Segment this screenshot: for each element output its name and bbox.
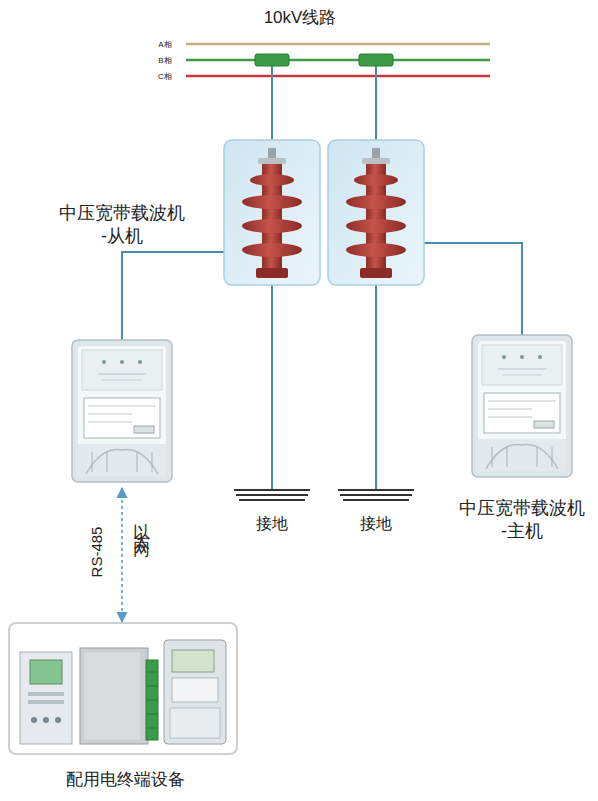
- phase-label: A相: [150, 39, 180, 50]
- node-label: 配用电终端设备: [10, 769, 240, 791]
- signal-connector: [121, 488, 123, 622]
- phase-label: C相: [150, 71, 180, 82]
- line-clamps: [255, 54, 393, 66]
- master-carrier: 中压宽带载波机 -主机: [472, 335, 572, 481]
- phase-lines: [186, 44, 490, 76]
- node-label: 中压宽带载波机 -从机: [56, 202, 188, 249]
- slave-carrier: 中压宽带载波机 -从机: [72, 340, 172, 488]
- ground-symbols: [234, 490, 414, 500]
- terminal-devices: [20, 640, 226, 744]
- line-title: 10kV线路: [250, 6, 350, 29]
- connector-layer: [122, 488, 123, 622]
- phase-label: B相: [150, 55, 180, 66]
- interface-label: 以太网: [130, 510, 153, 537]
- coupler-insulators: [224, 140, 424, 285]
- edge-label: RS-485: [87, 512, 107, 592]
- wires: [122, 62, 522, 490]
- terminal-equipment-group: 配用电终端设备: [8, 622, 238, 755]
- ground-label: 接地: [351, 514, 401, 535]
- ground-label: 接地: [247, 514, 297, 535]
- carrier-meters: [72, 335, 572, 482]
- node-label: 中压宽带载波机 -主机: [456, 497, 588, 544]
